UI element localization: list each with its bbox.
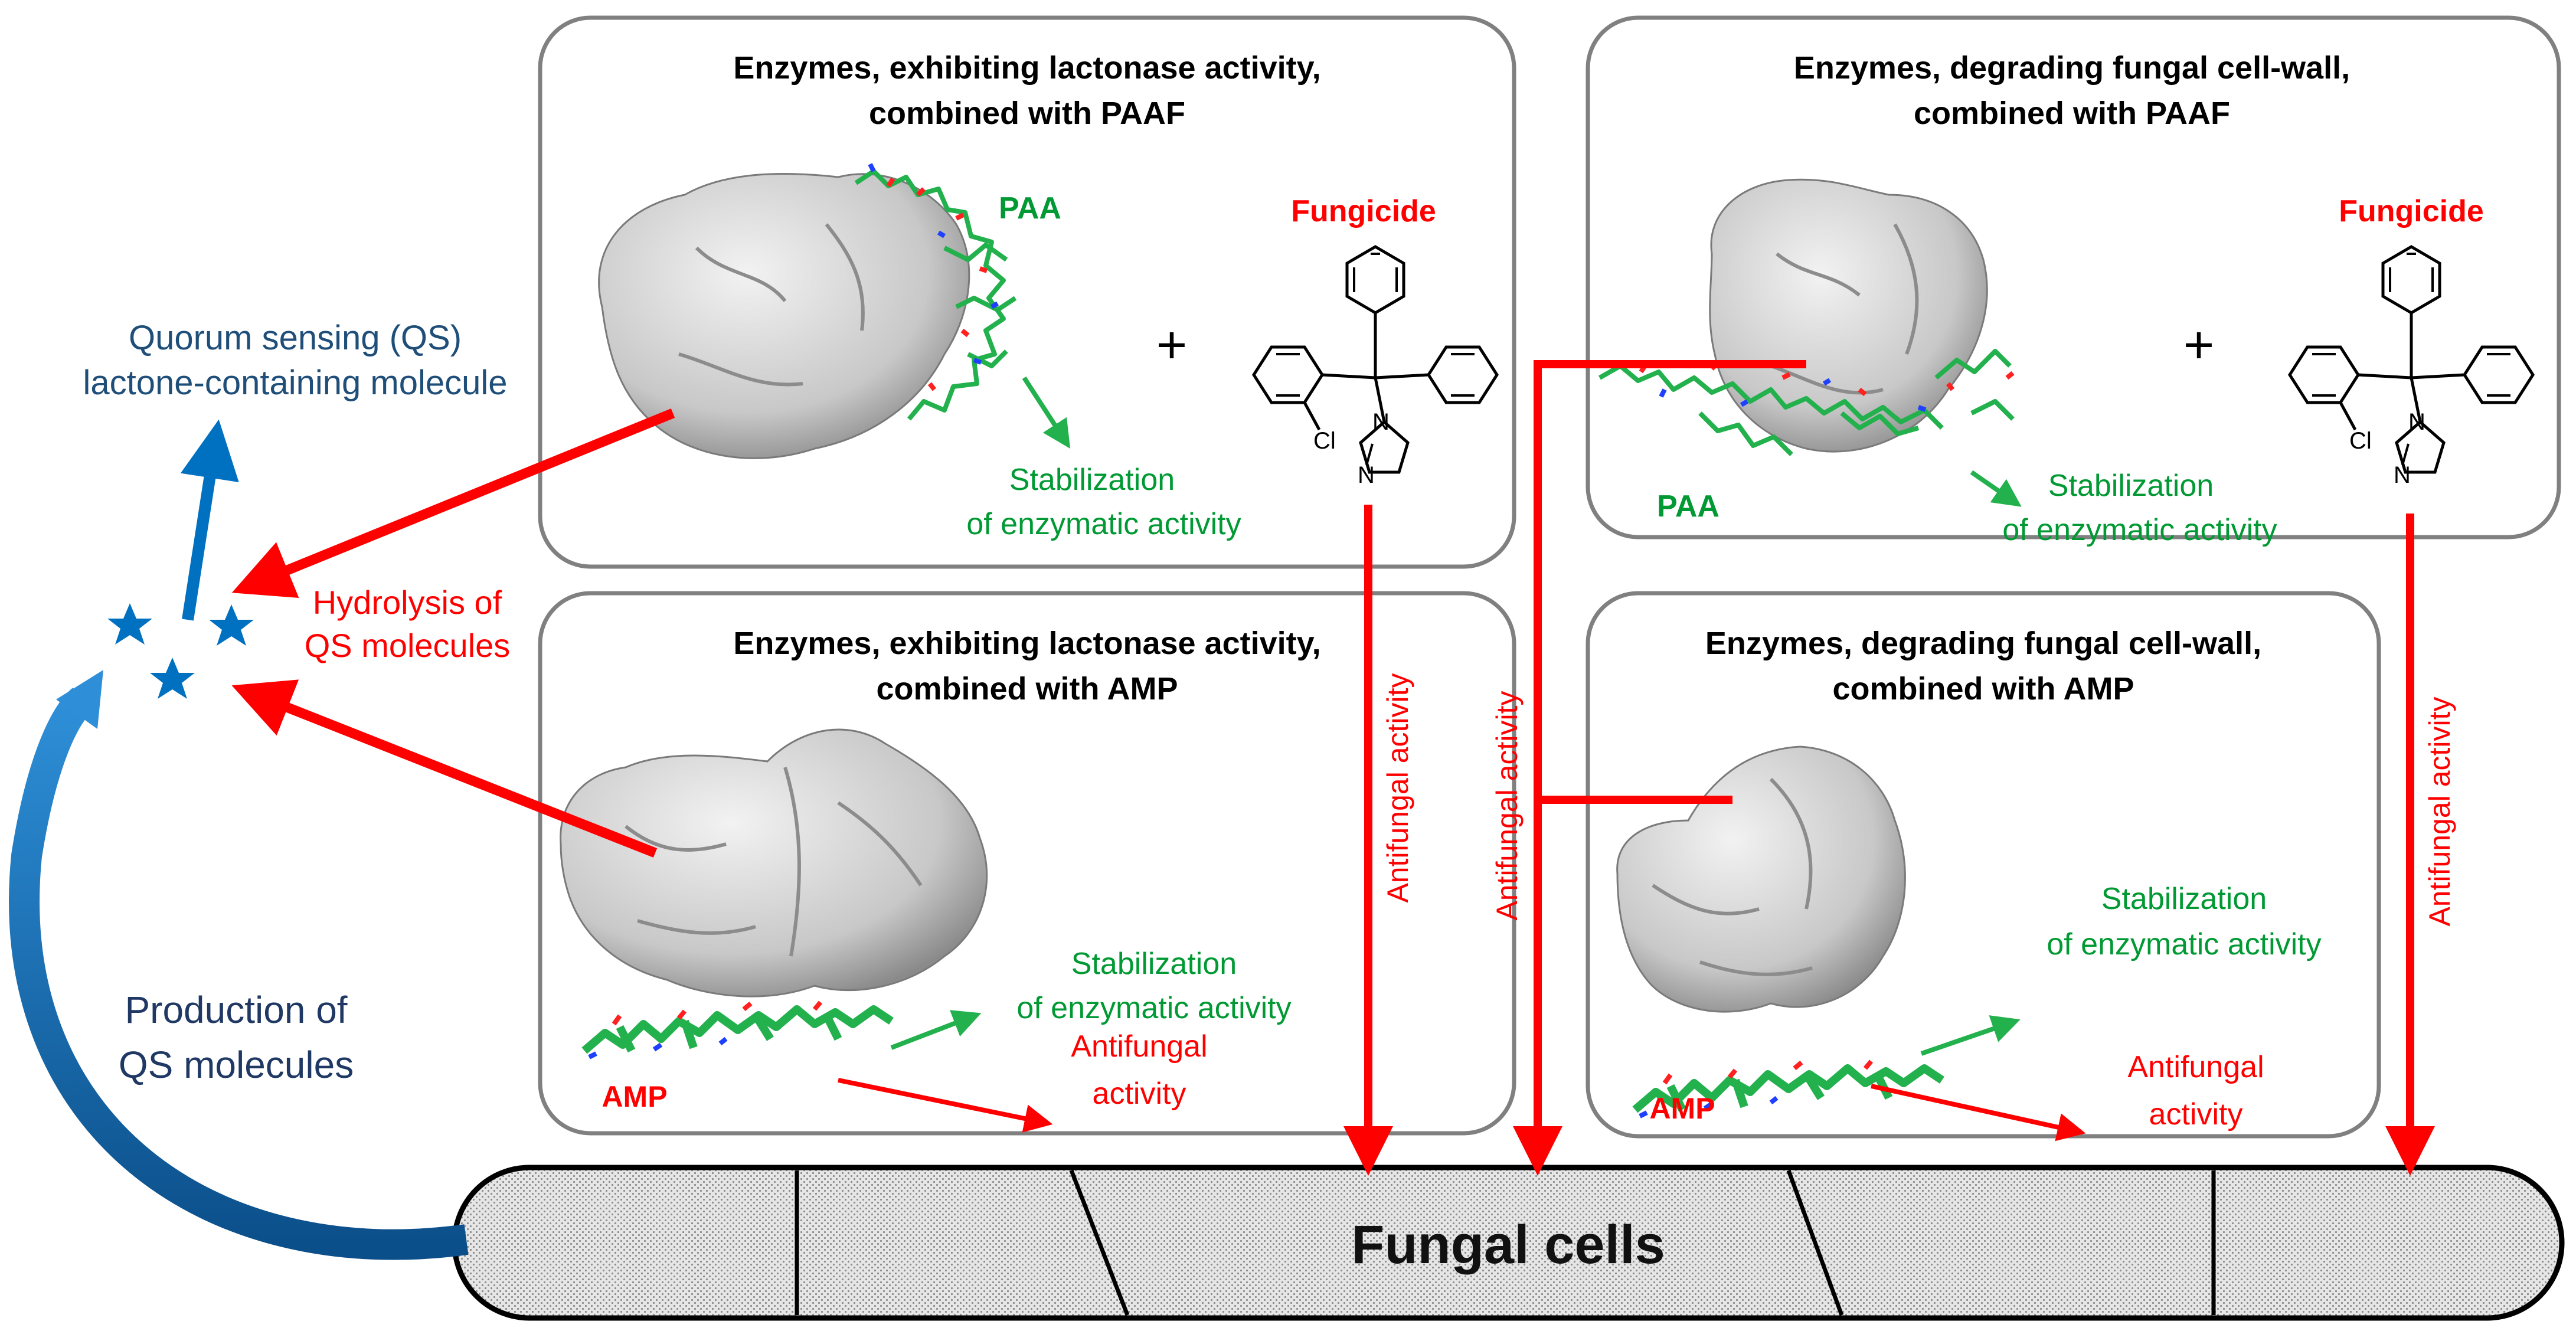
antifungal-vertical-label: Antifungal activity — [2423, 696, 2456, 926]
hydrolysis-arrow — [231, 408, 675, 599]
enzyme-surface-image — [560, 728, 988, 998]
paa-polymer-sticks — [854, 169, 1017, 421]
nitrogen-label: N — [1358, 462, 1375, 488]
amp-label: AMP — [601, 1080, 667, 1113]
amp-peptide-sticks — [1632, 1064, 1944, 1113]
nitrogen-label: N — [2394, 462, 2411, 488]
hydrolysis-label-line1: Hydrolysis of — [313, 584, 502, 621]
antifungal-label-line2: activity — [2149, 1097, 2243, 1131]
qs-section: Quorum sensing (QS) lactone-containing m… — [9, 319, 511, 1260]
fungicide-structure-icon: Cl N N — [1254, 247, 1497, 488]
production-curve-head — [56, 670, 103, 729]
panel-title-line1: Enzymes, degrading fungal cell-wall, — [1705, 626, 2261, 661]
stabilization-label-line2: of enzymatic activity — [966, 507, 1241, 541]
plus-sign: + — [1156, 316, 1188, 375]
antifungal-vertical-label: Antifungal activity — [1490, 691, 1524, 920]
fungicide-label: Fungicide — [2339, 194, 2484, 228]
amp-peptide-sticks — [581, 1005, 894, 1054]
cellwall-connector — [1534, 360, 1806, 1151]
quorum-label-line1: Quorum sensing (QS) — [129, 319, 462, 357]
qs-star-icon — [209, 604, 254, 646]
stabilization-arrow — [890, 1010, 982, 1050]
red-arrows: Antifungal activity Antifungal activity … — [231, 360, 2456, 1176]
antifungal-label-line2: activity — [1093, 1077, 1186, 1111]
production-label-line2: QS molecules — [119, 1044, 354, 1086]
hydrolysis-label-line2: QS molecules — [305, 627, 511, 664]
panel-lactonase-paaf: Enzymes, exhibiting lactonase activity, … — [538, 15, 1516, 569]
quorum-label-line2: lactone-containing molecule — [83, 364, 508, 402]
stabilization-label-line1: Stabilization — [1071, 947, 1237, 981]
stabilization-label-line1: Stabilization — [1009, 463, 1175, 497]
antifungal-vertical-label: Antifungal activity — [1381, 673, 1414, 902]
antifungal-arrow — [1871, 1084, 2086, 1142]
enzyme-surface-image — [1709, 178, 1988, 453]
enzyme-surface-image — [598, 172, 970, 459]
fungal-cells-bar: Fungal cells — [452, 1165, 2565, 1321]
antifungal-label-line1: Antifungal — [1071, 1029, 1207, 1064]
nitrogen-label: N — [2408, 409, 2425, 435]
panel-cellwall-paaf: Enzymes, degrading fungal cell-wall, com… — [1586, 15, 2561, 547]
stabilization-label-line2: of enzymatic activity — [2047, 927, 2321, 962]
qs-star-icon — [107, 603, 152, 645]
hydrolysis-arrow — [231, 679, 658, 858]
qs-star-icon — [150, 658, 195, 699]
plus-sign: + — [2183, 316, 2215, 375]
fungicide-structure-icon: Cl N N — [2290, 247, 2533, 488]
panel-title-line1: Enzymes, exhibiting lactonase activity, — [733, 50, 1320, 86]
stabilization-label-line1: Stabilization — [2101, 882, 2267, 916]
panel-title-line2: combined with PAAF — [1914, 96, 2230, 131]
chloro-label: Cl — [1313, 428, 1336, 454]
amp-label: AMP — [1649, 1092, 1715, 1125]
chloro-label: Cl — [2349, 428, 2372, 454]
antifungal-arrow — [838, 1078, 1053, 1133]
stabilization-arrow — [1022, 376, 1071, 449]
antifungal-label-line1: Antifungal — [2127, 1050, 2264, 1084]
paa-label: PAA — [1657, 489, 1719, 524]
panel-title-line2: combined with AMP — [877, 671, 1178, 707]
stabilization-arrow — [1920, 1015, 2021, 1056]
nitrogen-label: N — [1372, 409, 1390, 435]
quorum-arrow — [180, 419, 239, 621]
fungal-cells-label: Fungal cells — [1351, 1215, 1665, 1275]
panel-lactonase-amp: Enzymes, exhibiting lactonase activity, … — [538, 591, 1516, 1136]
paa-label: PAA — [999, 191, 1061, 225]
production-curve-arrow — [9, 688, 469, 1260]
panel-title-line1: Enzymes, degrading fungal cell-wall, — [1794, 50, 2350, 86]
panel-title-line1: Enzymes, exhibiting lactonase activity, — [733, 626, 1320, 661]
panel-title-line2: combined with AMP — [1833, 671, 2134, 707]
paa-polymer-sticks — [1598, 349, 2015, 456]
stabilization-label-line2: of enzymatic activity — [2002, 513, 2277, 547]
panel-cellwall-amp: Enzymes, degrading fungal cell-wall, com… — [1586, 591, 2381, 1142]
stabilization-label-line1: Stabilization — [2048, 469, 2214, 503]
fungicide-label: Fungicide — [1291, 194, 1436, 228]
production-label-line1: Production of — [125, 989, 347, 1031]
panel-title-line2: combined with PAAF — [869, 96, 1185, 131]
stabilization-arrow — [1970, 470, 2022, 507]
stabilization-label-line2: of enzymatic activity — [1016, 991, 1291, 1025]
